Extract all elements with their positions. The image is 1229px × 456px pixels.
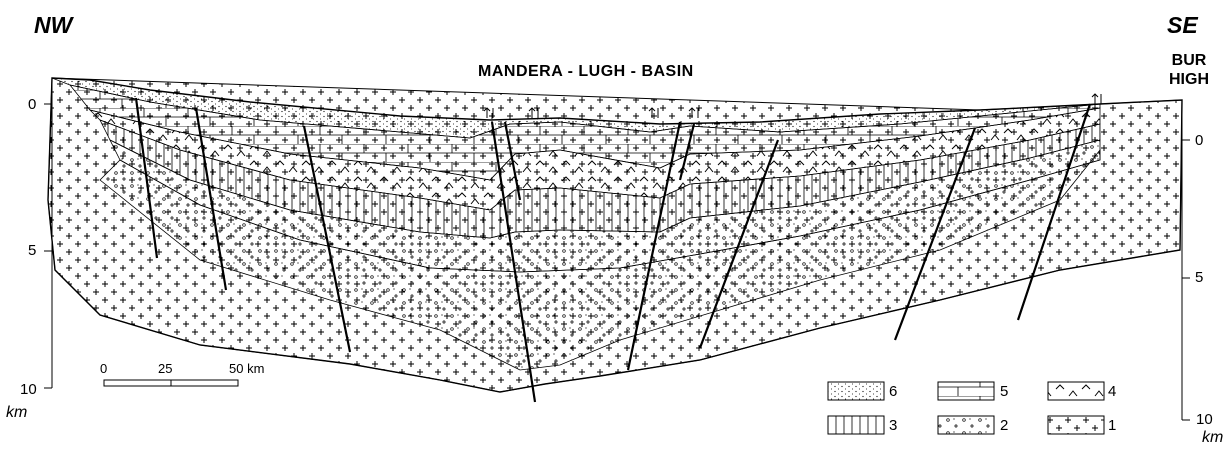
legend-label-1: 1: [1108, 418, 1116, 433]
right-axis-unit: km: [1202, 430, 1223, 446]
right-tick-5: 5: [1195, 270, 1203, 285]
left-axis-unit: km: [6, 405, 27, 421]
scale-label-50: 50 km: [229, 362, 264, 375]
scale-label-25: 25: [158, 362, 172, 375]
basin-title: MANDERA - LUGH - BASIN: [478, 64, 694, 80]
legend-label-6: 6: [889, 384, 897, 399]
se-direction-label: SE: [1167, 14, 1198, 37]
bur-high-line2: HIGH: [1166, 70, 1212, 89]
right-tick-0: 0: [1195, 133, 1203, 148]
nw-direction-label: NW: [34, 14, 72, 37]
fault-motion-arrow: [1092, 94, 1101, 104]
legend-swatch-6: [828, 382, 884, 400]
legend-swatch-4: [1048, 382, 1104, 400]
bur-high-line1: BUR: [1166, 51, 1212, 70]
legend-label-4: 4: [1108, 384, 1116, 399]
scale-label-0: 0: [100, 362, 107, 375]
left-tick-0: 0: [28, 97, 36, 112]
legend-label-5: 5: [1000, 384, 1008, 399]
legend-swatch-5: [938, 382, 994, 400]
left-tick-10: 10: [20, 382, 37, 397]
right-tick-10: 10: [1196, 412, 1213, 427]
legend-label-3: 3: [889, 418, 897, 433]
legend-swatch-2: [938, 416, 994, 434]
legend-swatch-3: [828, 416, 884, 434]
legend-label-2: 2: [1000, 418, 1008, 433]
legend-swatch-1: [1048, 416, 1104, 434]
bur-high-label: BUR HIGH: [1166, 51, 1212, 89]
left-tick-5: 5: [28, 243, 36, 258]
